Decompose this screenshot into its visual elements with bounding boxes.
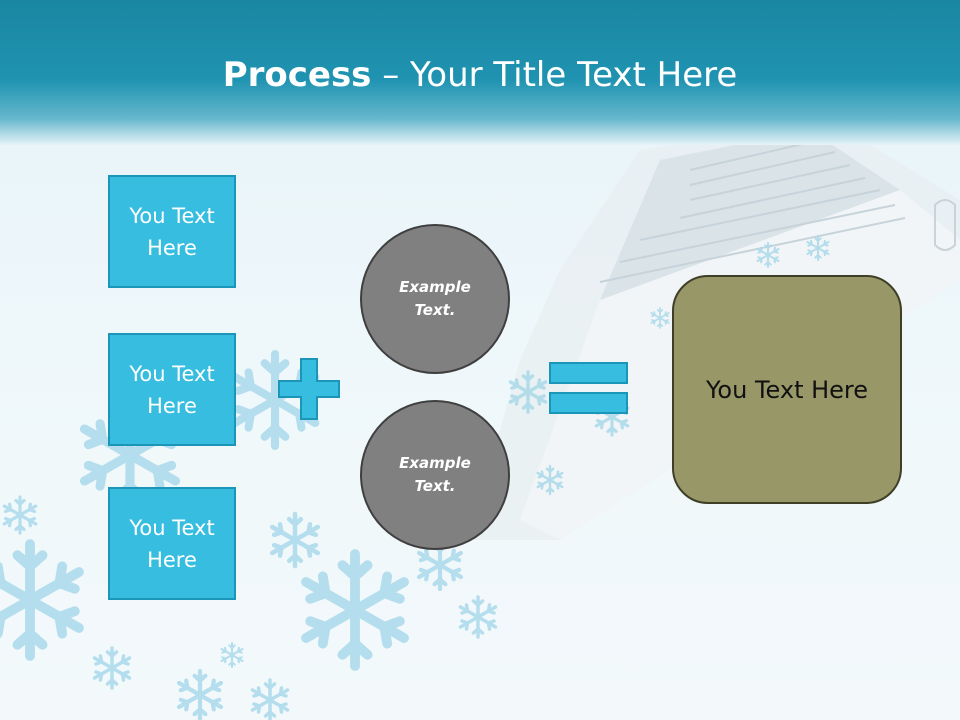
title-bar	[0, 0, 960, 145]
text-box-1-label: You Text Here	[129, 203, 215, 260]
text-box-2[interactable]: You Text Here	[108, 333, 236, 446]
equals-icon	[549, 362, 628, 414]
text-box-3[interactable]: You Text Here	[108, 487, 236, 600]
title-bold-text: Process	[222, 55, 372, 95]
title-rest-text: – Your Title Text Here	[382, 55, 738, 95]
example-circle-2[interactable]: Example Text.	[360, 400, 510, 550]
result-box[interactable]: You Text Here	[672, 275, 902, 504]
example-circle-2-label: Example Text.	[399, 454, 471, 495]
text-box-2-label: You Text Here	[129, 361, 215, 418]
plus-icon	[278, 358, 340, 420]
result-box-label: You Text Here	[705, 375, 869, 404]
text-box-3-label: You Text Here	[129, 515, 215, 572]
slide-title: Process – Your Title Text Here	[0, 52, 960, 98]
text-box-1[interactable]: You Text Here	[108, 175, 236, 288]
example-circle-1-label: Example Text.	[399, 278, 471, 319]
example-circle-1[interactable]: Example Text.	[360, 224, 510, 374]
